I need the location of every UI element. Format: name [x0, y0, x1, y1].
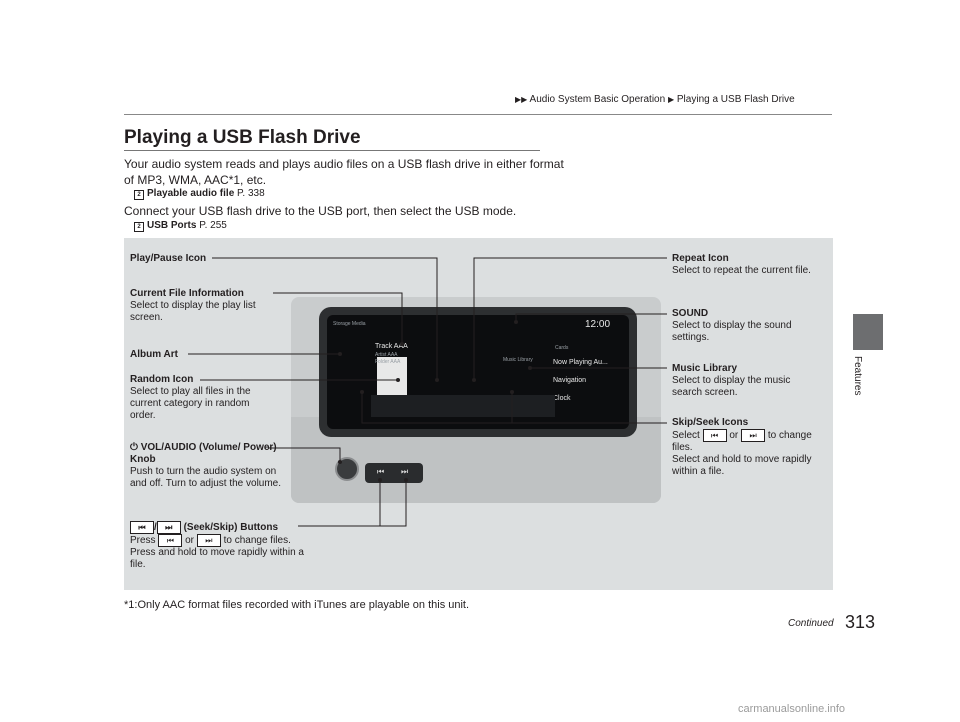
seek-back-icon: ⏮	[158, 534, 183, 548]
intro-paragraph: Your audio system reads and plays audio …	[124, 156, 564, 188]
label-play-pause-title: Play/Pause Icon	[130, 253, 207, 264]
dashboard-photo: Storage Media 12:00 Track AAA Artist AAA…	[291, 297, 661, 503]
screen-menu-navigation[interactable]: Navigation	[553, 377, 587, 384]
connect-paragraph: Connect your USB flash drive to the USB …	[124, 204, 517, 218]
label-skip-seek-text-d: Select and hold to move rapidly within a…	[672, 454, 812, 478]
screen-track[interactable]: Track AAA	[375, 343, 408, 350]
label-skip-seek-text-a: Select	[672, 430, 700, 442]
continued-label: Continued	[788, 618, 834, 629]
label-music-library-title: Music Library	[672, 363, 738, 374]
label-random-text: Select to play all files in the current …	[130, 386, 251, 421]
label-random: Random Icon Select to play all files in …	[130, 374, 276, 422]
label-play-pause: Play/Pause Icon	[130, 253, 206, 265]
album-art[interactable]	[377, 357, 407, 397]
label-skip-seek-title: Skip/Seek Icons	[672, 417, 749, 428]
seek-skip-buttons[interactable]: ⏮ ⏭	[365, 463, 423, 483]
label-seek-skip-text-a: Press	[130, 535, 156, 547]
label-current-file-text: Select to display the play list screen.	[130, 300, 256, 323]
screen-menu-now-playing[interactable]: Now Playing Au...	[553, 359, 608, 366]
intro-line1: Your audio system reads and plays audio …	[124, 157, 564, 171]
breadcrumb: ▶▶ Audio System Basic Operation ▶ Playin…	[515, 94, 795, 105]
screen-music-library[interactable]: Music Library	[503, 357, 533, 363]
section-tab	[853, 314, 883, 350]
label-seek-skip-text-b: or	[185, 535, 195, 547]
skip-forward-icon: ⏭	[741, 429, 766, 442]
audio-screen: Storage Media 12:00 Track AAA Artist AAA…	[327, 315, 629, 429]
watermark: carmanualsonline.info	[738, 703, 846, 715]
title-divider	[124, 150, 540, 151]
xref-label: USB Ports	[147, 220, 197, 231]
reference-icon: 2	[134, 222, 144, 232]
reference-icon: 2	[134, 190, 144, 200]
footnote: *1:Only AAC format files recorded with i…	[124, 599, 470, 611]
label-vol-audio-text: Push to turn the audio system on and off…	[130, 466, 282, 489]
screen-folder: Folder AAA	[375, 359, 401, 365]
label-album-art-title: Album Art	[130, 349, 178, 360]
breadcrumb-part1[interactable]: Audio System Basic Operation	[529, 94, 666, 105]
screen-time: 12:00	[585, 319, 611, 330]
label-seek-skip-title: (Seek/Skip) Buttons	[183, 522, 279, 534]
label-current-file: Current File Information Select to displ…	[130, 288, 278, 324]
xref-page: P. 338	[237, 188, 265, 199]
label-skip-seek-text-b: or	[729, 430, 739, 442]
skip-forward-icon[interactable]: ⏭	[401, 467, 409, 476]
xref-page: P. 255	[199, 220, 227, 231]
section-label: Features	[852, 356, 863, 396]
skip-forward-icon: ⏭	[196, 534, 221, 548]
seek-back-icon: ⏮	[130, 521, 154, 534]
xref-label: Playable audio file	[147, 188, 235, 199]
top-divider	[124, 114, 832, 115]
seek-back-icon: ⏮	[702, 429, 727, 442]
label-music-library: Music Library Select to display the musi…	[672, 363, 822, 399]
screen-artist: Artist AAA	[375, 352, 398, 358]
label-music-library-text: Select to display the music search scree…	[672, 375, 791, 398]
label-random-title: Random Icon	[130, 374, 194, 385]
page-title: Playing a USB Flash Drive	[124, 127, 361, 148]
breadcrumb-part2[interactable]: Playing a USB Flash Drive	[676, 94, 795, 105]
power-icon: ⏻	[130, 442, 141, 453]
label-skip-seek-text-c: to change files.	[672, 430, 812, 454]
label-sound-title: SOUND	[672, 308, 709, 319]
label-repeat: Repeat Icon Select to repeat the current…	[672, 253, 822, 277]
screen-source: Storage Media	[333, 321, 366, 327]
label-seek-skip-text-d: Press and hold to move rapidly within a …	[130, 547, 304, 571]
breadcrumb-arrow-icon: ▶	[667, 95, 675, 104]
label-repeat-text: Select to repeat the current file.	[672, 265, 811, 276]
label-sound-text: Select to display the sound settings.	[672, 320, 792, 343]
page-number: 313	[845, 612, 876, 632]
screen-card: Cards	[555, 345, 569, 351]
label-album-art: Album Art	[130, 349, 178, 361]
screen-control-strip	[371, 395, 555, 417]
label-seek-skip: ⏮/⏭ (Seek/Skip) Buttons Press ⏮ or ⏭ to …	[130, 521, 310, 571]
label-current-file-title: Current File Information	[130, 288, 244, 299]
screen-menu-clock[interactable]: Clock	[553, 395, 571, 402]
breadcrumb-arrow-icon: ▶▶	[515, 95, 528, 104]
label-vol-audio: ⏻ VOL/AUDIO (Volume/ Power) Knob Push to…	[130, 442, 286, 490]
label-sound: SOUND Select to display the sound settin…	[672, 308, 822, 344]
intro-line2: of MP3, WMA, AAC*1, etc.	[124, 173, 267, 187]
seek-back-icon[interactable]: ⏮	[377, 467, 385, 476]
label-vol-audio-title: VOL/AUDIO (Volume/ Power) Knob	[130, 442, 277, 465]
label-skip-seek-icons: Skip/Seek Icons Select ⏮ or ⏭ to change …	[672, 417, 828, 478]
label-seek-skip-text-c: to change files.	[223, 535, 291, 547]
skip-forward-icon: ⏭	[156, 521, 181, 534]
label-repeat-title: Repeat Icon	[672, 253, 729, 264]
